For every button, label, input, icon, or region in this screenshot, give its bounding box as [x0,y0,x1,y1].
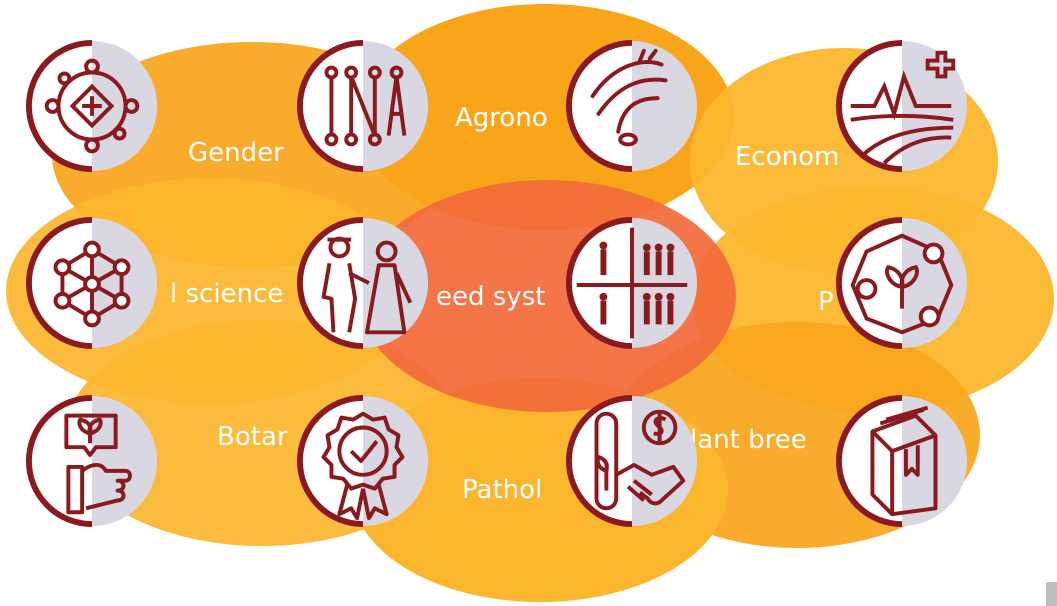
label-economics: Econom [735,142,840,172]
quality-badge-icon [294,392,432,530]
label-plant-breeding: lant bree [690,425,807,455]
plant-cycle-icon [833,214,971,352]
label-gender: Gender [188,138,284,168]
scrollbar-corner[interactable] [1046,582,1057,606]
market-field-icon [833,37,971,175]
network-nodes-icon [294,37,432,175]
label-agronomy: Agrono [455,103,548,133]
label-seed-systems: eed syst [436,282,546,312]
label-social-science: l science [170,279,284,309]
label-pathology: Pathol [462,475,543,505]
molecule-network-icon [23,214,161,352]
community-grid-icon [563,214,701,352]
sprout-hand-icon [23,392,161,530]
test-tube-handshake-icon [563,392,701,530]
hand-seed-icon [563,37,701,175]
book-icon [833,392,971,530]
farmers-meeting-icon [294,214,432,352]
gender-diversity-icon [23,37,161,175]
label-botany: Botar [217,422,288,452]
label-p: P [818,287,834,317]
